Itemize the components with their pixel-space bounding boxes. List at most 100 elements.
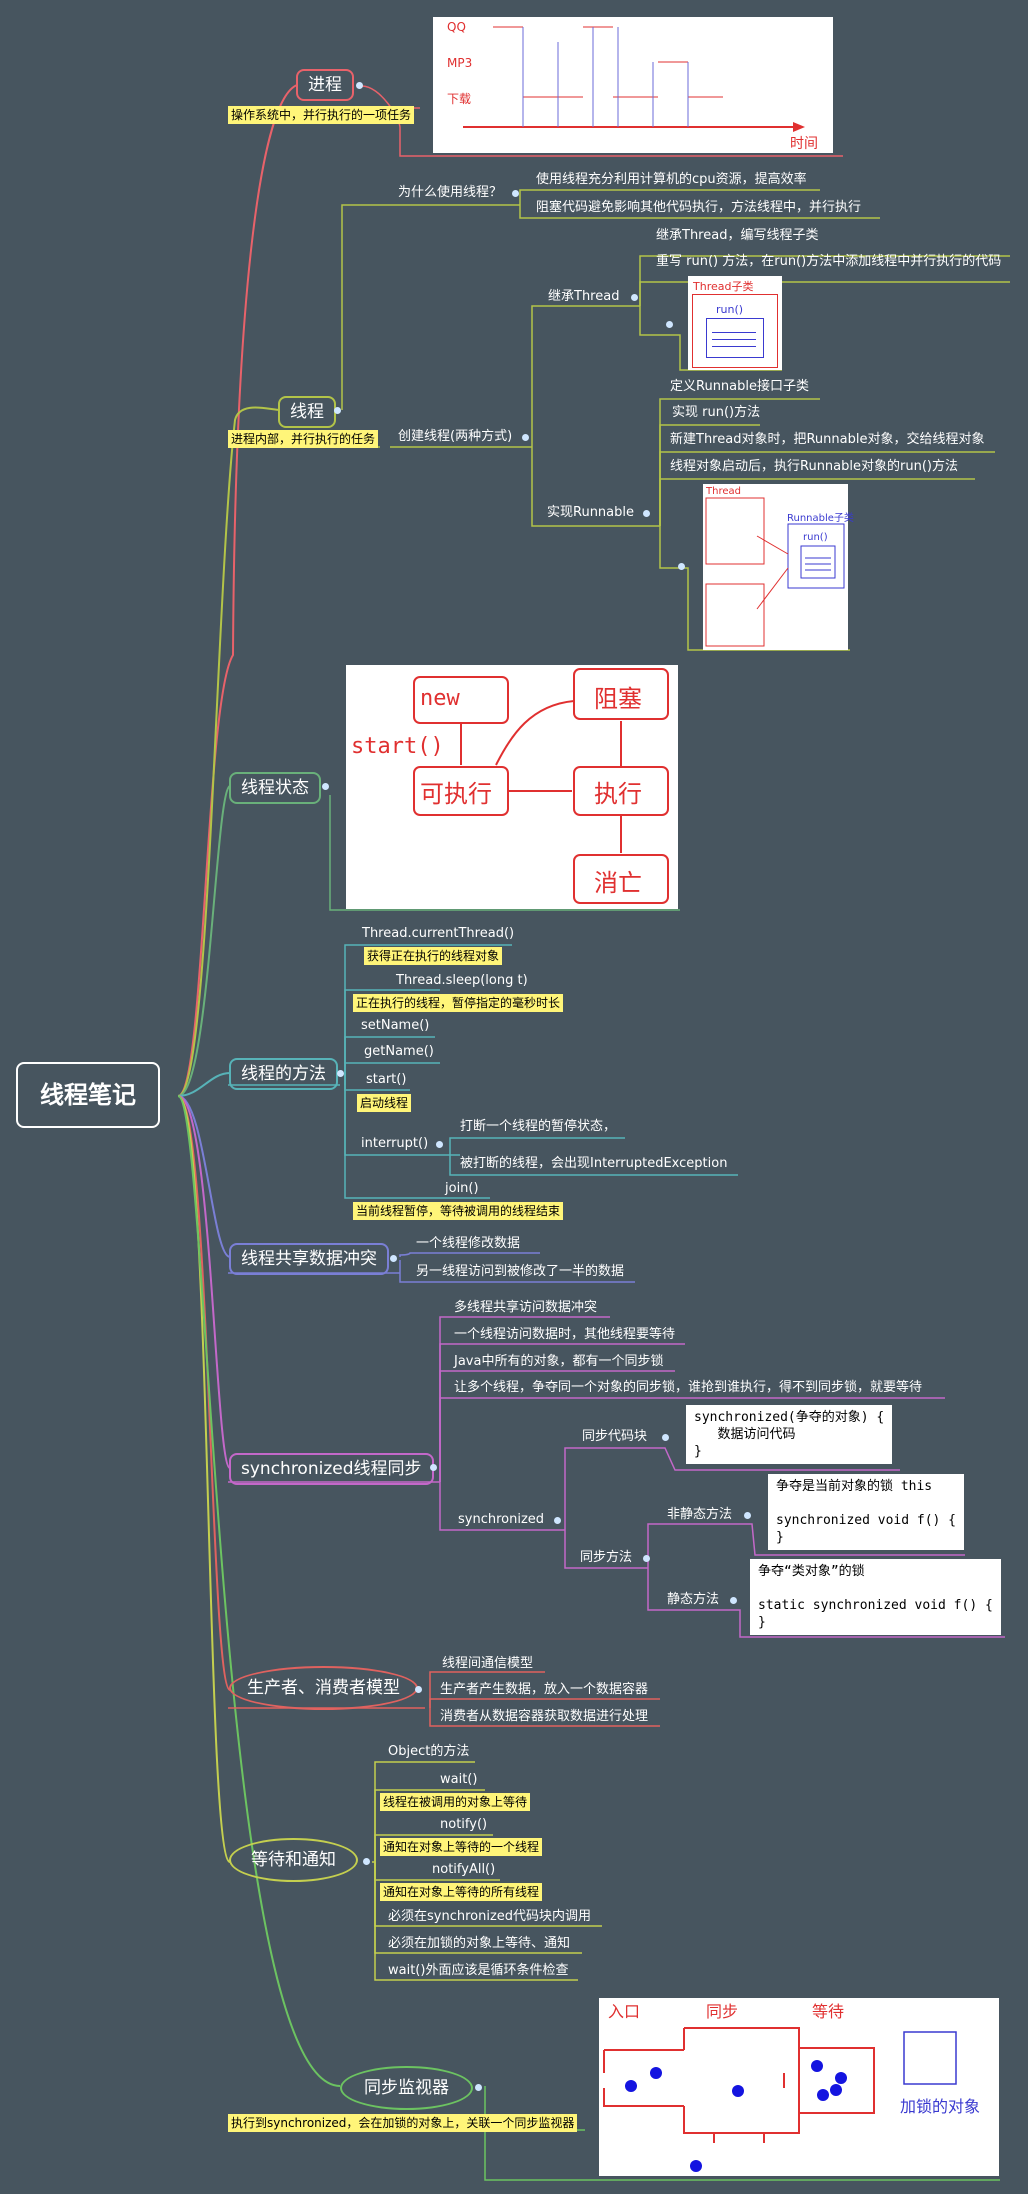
note-notify-all: 通知在对象上等待的所有线程 xyxy=(380,1883,543,1901)
method-get-name: getName() xyxy=(364,1044,434,1059)
state-blocked: 阻塞 xyxy=(594,685,642,713)
state-diagram-image xyxy=(346,665,678,909)
state-runnable: 可执行 xyxy=(420,780,492,808)
runnable-item-1: 定义Runnable接口子类 xyxy=(670,379,809,394)
expand-dot[interactable] xyxy=(666,321,673,328)
expand-dot[interactable] xyxy=(643,1555,650,1562)
label-time: 时间 xyxy=(790,136,818,152)
expand-dot[interactable] xyxy=(631,294,638,301)
conflict-item-2: 另一线程访问到被修改了一半的数据 xyxy=(416,1264,625,1279)
label-entry: 入口 xyxy=(608,2002,641,2021)
note-start: 启动线程 xyxy=(357,1094,412,1112)
runnable-image xyxy=(703,484,848,650)
wait-rule-2: 必须在加锁的对象上等待、通知 xyxy=(388,1936,571,1951)
expand-dot[interactable] xyxy=(436,1141,443,1148)
wait-rule-3: wait()外面应该是循环条件检查 xyxy=(388,1963,569,1978)
label-locked-object: 加锁的对象 xyxy=(900,2097,981,2116)
method-sleep: Thread.sleep(long t) xyxy=(396,973,528,988)
pc-item-3: 消费者从数据容器获取数据进行处理 xyxy=(440,1709,649,1724)
why-thread: 为什么使用线程？ xyxy=(398,185,503,200)
interrupt-item-1: 打断一个线程的暂停状态， xyxy=(460,1119,617,1134)
method-interrupt: interrupt() xyxy=(361,1136,429,1151)
note-process: 操作系统中，并行执行的一项任务 xyxy=(228,106,415,124)
node-producer-consumer[interactable]: 生产者、消费者模型 xyxy=(229,1666,418,1710)
pc-item-1: 线程间通信模型 xyxy=(442,1656,534,1671)
runnable-impl: 实现Runnable xyxy=(547,505,634,520)
timeline-drawing xyxy=(463,26,805,132)
note-sleep: 正在执行的线程，暂停指定的毫秒时长 xyxy=(353,994,564,1012)
static-method: 静态方法 xyxy=(667,1592,720,1607)
sync-block-code: synchronized(争夺的对象) { 数据访问代码 } xyxy=(686,1405,893,1464)
why-item-2: 阻塞代码避免影响其他代码执行，方法线程中，并行执行 xyxy=(536,200,862,215)
runnable-item-3: 新建Thread对象时，把Runnable对象，交给线程对象 xyxy=(670,432,985,447)
extend-item-1: 继承Thread，编写线程子类 xyxy=(656,228,819,243)
expand-dot[interactable] xyxy=(522,434,529,441)
expand-dot[interactable] xyxy=(475,2084,482,2091)
static-code: 争夺“类对象”的锁 static synchronized void f() {… xyxy=(750,1559,1001,1635)
expand-dot[interactable] xyxy=(415,1686,422,1693)
expand-dot[interactable] xyxy=(662,1434,669,1441)
state-dead: 消亡 xyxy=(594,869,642,897)
sync-method: 同步方法 xyxy=(580,1550,633,1565)
note-monitor: 执行到synchronized，会在加锁的对象上，关联一个同步监视器 xyxy=(228,2114,578,2132)
expand-dot[interactable] xyxy=(512,190,519,197)
expand-dot[interactable] xyxy=(363,1858,370,1865)
note-join: 当前线程暂停，等待被调用的线程结束 xyxy=(353,1202,564,1220)
expand-dot[interactable] xyxy=(554,1517,561,1524)
create-thread: 创建线程(两种方式) xyxy=(398,429,513,444)
node-process[interactable]: 进程 xyxy=(296,69,354,101)
label-runnable-sub: Runnable子类 xyxy=(787,513,854,524)
note-notify: 通知在对象上等待的一个线程 xyxy=(380,1838,543,1856)
expand-dot[interactable] xyxy=(334,407,341,414)
label-run: run() xyxy=(716,303,744,316)
wait-method: wait() xyxy=(440,1772,478,1787)
node-methods[interactable]: 线程的方法 xyxy=(229,1058,338,1090)
node-wait-notify[interactable]: 等待和通知 xyxy=(229,1838,358,1882)
method-start: start() xyxy=(366,1072,407,1087)
pc-item-2: 生产者产生数据，放入一个数据容器 xyxy=(440,1682,649,1697)
interrupt-item-2: 被打断的线程，会出现InterruptedException xyxy=(460,1156,728,1171)
non-static-code: 争夺是当前对象的锁 this synchronized void f() { } xyxy=(768,1474,965,1550)
method-join: join() xyxy=(445,1181,479,1196)
why-item-1: 使用线程充分利用计算机的cpu资源，提高效率 xyxy=(536,172,807,187)
label-mp3: MP3 xyxy=(447,56,473,70)
expand-dot[interactable] xyxy=(430,1464,437,1471)
node-monitor[interactable]: 同步监视器 xyxy=(340,2066,473,2110)
expand-dot[interactable] xyxy=(390,1255,397,1262)
extend-item-2: 重写 run() 方法，在run()方法中添加线程中并行执行的代码 xyxy=(656,254,1002,269)
expand-dot[interactable] xyxy=(744,1512,751,1519)
state-start: start() xyxy=(351,734,444,759)
label-runnable-run: run() xyxy=(803,532,828,543)
note-thread: 进程内部，并行执行的任务 xyxy=(228,430,379,448)
node-thread-state[interactable]: 线程状态 xyxy=(229,772,321,804)
label-thread-subclass: Thread子类 xyxy=(693,280,754,293)
method-set-name: setName() xyxy=(361,1018,430,1033)
runnable-item-2: 实现 run()方法 xyxy=(672,405,761,420)
monitor-image xyxy=(599,1998,999,2176)
thread-subclass-image xyxy=(688,276,782,370)
node-conflict[interactable]: 线程共享数据冲突 xyxy=(229,1243,389,1275)
method-current-thread: Thread.currentThread() xyxy=(362,926,515,941)
monitor-drawing xyxy=(603,2027,957,2172)
expand-dot[interactable] xyxy=(643,510,650,517)
label-qq: QQ xyxy=(447,20,466,34)
node-thread[interactable]: 线程 xyxy=(278,396,336,428)
node-synchronized[interactable]: synchronized线程同步 xyxy=(229,1453,434,1485)
state-diagram xyxy=(413,668,669,904)
wait-object-methods: Object的方法 xyxy=(388,1744,470,1759)
expand-dot[interactable] xyxy=(356,82,363,89)
label-wait: 等待 xyxy=(812,2002,845,2021)
state-running: 执行 xyxy=(594,780,642,808)
expand-dot[interactable] xyxy=(337,1070,344,1077)
extend-thread: 继承Thread xyxy=(548,289,620,304)
runnable-drawing xyxy=(705,497,845,647)
label-thread: Thread xyxy=(706,486,741,497)
expand-dot[interactable] xyxy=(322,783,329,790)
root-node[interactable]: 线程笔记 xyxy=(16,1062,160,1128)
expand-dot[interactable] xyxy=(730,1597,737,1604)
notify-method: notify() xyxy=(440,1817,488,1832)
conflict-item-1: 一个线程修改数据 xyxy=(416,1236,521,1251)
sync-item-4: 让多个线程，争夺同一个对象的同步锁，谁抢到谁执行，得不到同步锁，就要等待 xyxy=(454,1380,923,1395)
expand-dot[interactable] xyxy=(678,563,685,570)
